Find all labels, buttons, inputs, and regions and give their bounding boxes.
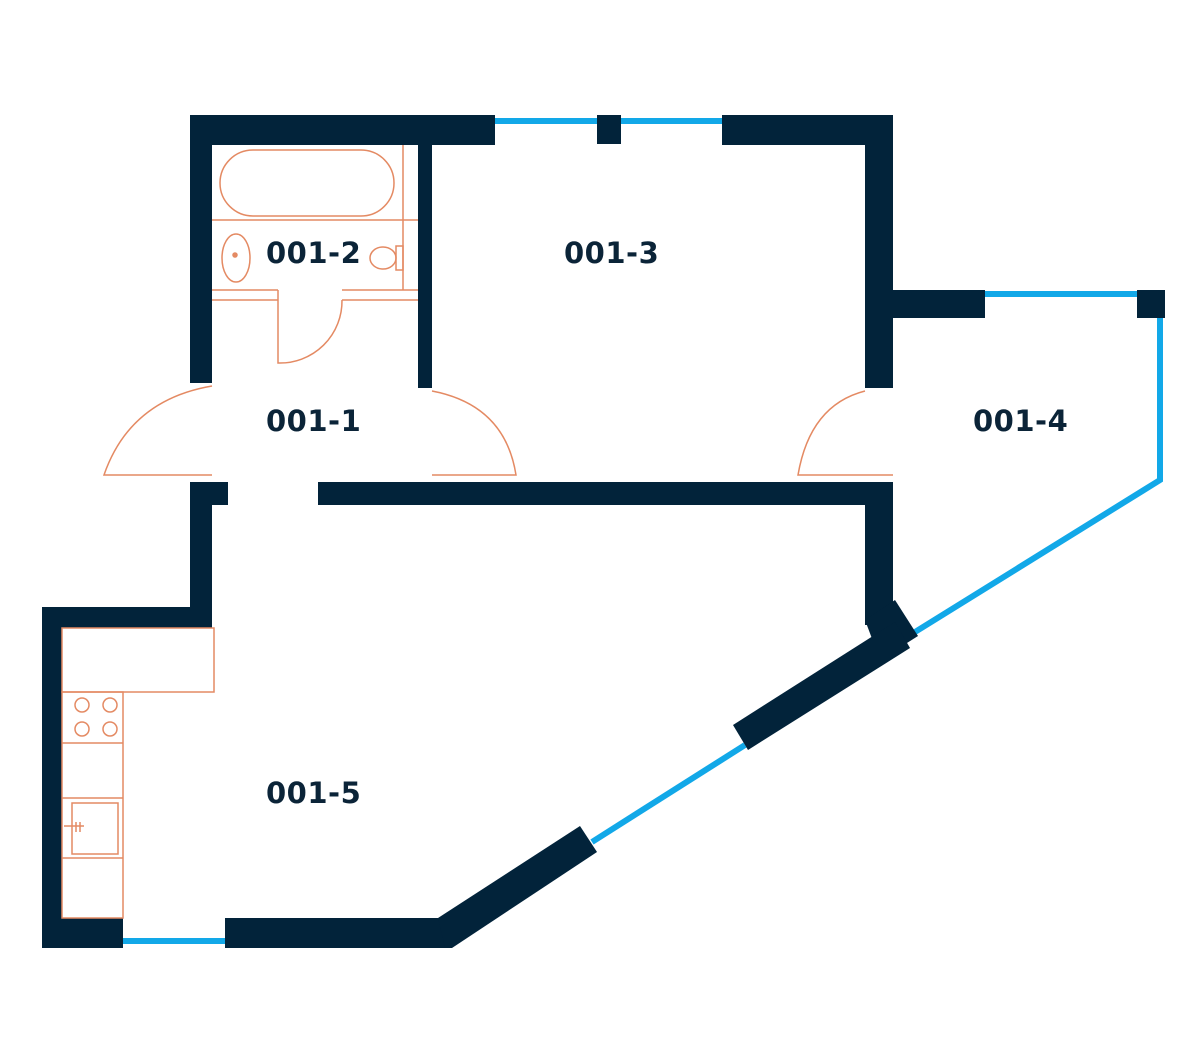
bathtub-icon <box>219 149 395 217</box>
fixtures <box>61 145 893 919</box>
windows <box>122 118 1163 944</box>
room-label-001-4: 001-4 <box>973 404 1069 438</box>
walls <box>42 115 1165 948</box>
room-label-001-2: 001-2 <box>266 236 362 270</box>
entry-door-icon <box>102 385 213 476</box>
room-label-001-3: 001-3 <box>564 236 660 270</box>
sink-icon <box>221 233 251 283</box>
room3-door-icon <box>431 390 517 476</box>
window-balcony-side <box>913 318 1163 635</box>
window-living-1 <box>590 742 747 845</box>
stove-icon <box>74 697 118 737</box>
room-label-001-5: 001-5 <box>266 776 362 810</box>
room-label-001-1: 001-1 <box>266 404 362 438</box>
balcony-door-icon <box>797 390 893 476</box>
toilet-icon <box>369 246 397 270</box>
bathroom-door-icon <box>277 290 343 364</box>
kitchen-sink-icon <box>71 802 119 855</box>
